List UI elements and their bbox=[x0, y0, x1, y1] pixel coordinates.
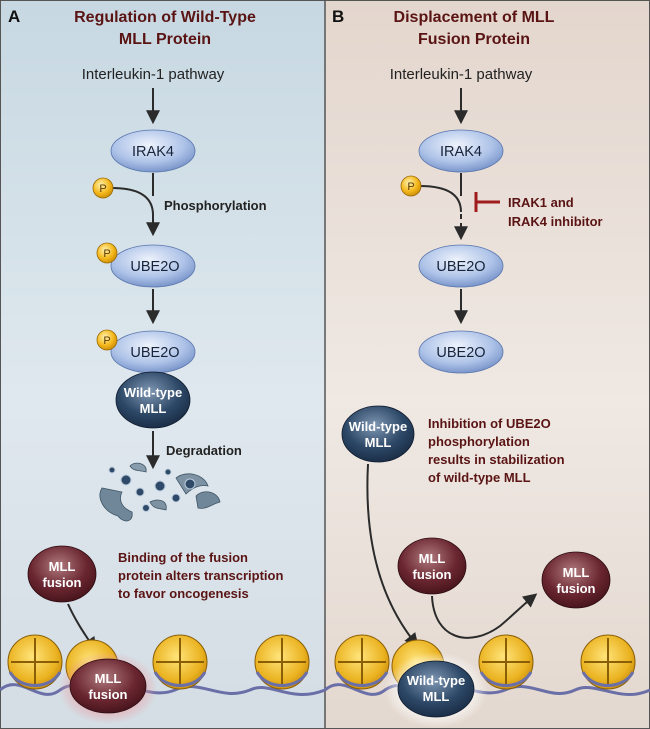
panel-b-irak4-node bbox=[418, 129, 504, 173]
panel-b-nucleosome-2 bbox=[478, 634, 534, 690]
panel-b-inhibition-line2: phosphorylation bbox=[428, 434, 530, 449]
panel-a-irak4-label: IRAK4 bbox=[132, 144, 174, 160]
panel-b-wildtype-mll-line2: MLL bbox=[365, 435, 392, 450]
panel-b-mll-fusion-node-1 bbox=[397, 537, 467, 595]
panel-a: A Regulation of Wild-Type MLL Protein In… bbox=[0, 7, 326, 724]
panel-a-phosphate-2 bbox=[96, 242, 118, 264]
panel-a-pathway-label: Interleukin-1 pathway bbox=[82, 66, 225, 83]
panel-a-wildtype-mll-node bbox=[115, 371, 191, 429]
panel-b-ube2o-label-2: UBE2O bbox=[436, 345, 485, 361]
panel-a-bound-mll-fusion-node bbox=[69, 658, 147, 714]
panel-b-mll-fusion-1-line2: fusion bbox=[413, 567, 452, 582]
panel-b-inhibitor-line1: IRAK1 and bbox=[508, 195, 574, 210]
panel-b-phosphate-label: P bbox=[407, 181, 414, 193]
panel-a-irak4-node bbox=[110, 129, 196, 173]
panel-a-bound-mll-fusion-line1: MLL bbox=[95, 671, 122, 686]
panel-b-wildtype-mll-node bbox=[341, 405, 415, 463]
panel-a-bound-mll-fusion-line2: fusion bbox=[89, 687, 128, 702]
panel-b-nucleosome-1 bbox=[334, 634, 390, 690]
panel-b-mll-fusion-1-line1: MLL bbox=[419, 551, 446, 566]
panel-a-title-line1: Regulation of Wild-Type bbox=[74, 9, 256, 26]
panel-b-ube2o-label-1: UBE2O bbox=[436, 259, 485, 275]
panel-b-mll-fusion-2-line1: MLL bbox=[563, 565, 590, 580]
panel-a-phosphorylation-arrow bbox=[111, 187, 160, 237]
panel-a-nucleosome-3 bbox=[254, 634, 310, 690]
panel-a-ube2o-node-1 bbox=[110, 244, 196, 288]
panel-b-inhibitor-line2: IRAK4 inhibitor bbox=[508, 214, 603, 229]
panel-a-phosphate-1 bbox=[92, 177, 114, 199]
panel-b-title-line1: Displacement of MLL bbox=[394, 9, 555, 26]
panel-a-title-line2: MLL Protein bbox=[119, 31, 211, 48]
panel-a-phosphorylation-label: Phosphorylation bbox=[164, 198, 267, 213]
panel-a-binding-line2: protein alters transcription bbox=[118, 568, 283, 583]
panel-a-mll-fusion-node bbox=[27, 545, 97, 603]
panel-b-arrow-displacement bbox=[431, 593, 538, 639]
panel-b-mll-fusion-2-line2: fusion bbox=[557, 581, 596, 596]
panel-b-ube2o-node-2 bbox=[418, 330, 504, 374]
panel-a-mll-fusion-line1: MLL bbox=[49, 559, 76, 574]
panel-b-title-line2: Fusion Protein bbox=[418, 31, 530, 48]
panel-a-degradation-label: Degradation bbox=[166, 443, 242, 458]
panel-a-letter: A bbox=[8, 7, 20, 26]
panel-b-mll-fusion-node-2 bbox=[541, 551, 611, 609]
panel-b-bound-wildtype-mll-node bbox=[397, 660, 475, 718]
panel-a-nucleosome-1 bbox=[7, 634, 63, 690]
panel-a-nucleosome-2 bbox=[152, 634, 208, 690]
panel-a-wildtype-mll-line1: Wild-type bbox=[124, 385, 182, 400]
panel-b-irak4-label: IRAK4 bbox=[440, 144, 482, 160]
panel-b-bound-wildtype-mll-line1: Wild-type bbox=[407, 673, 465, 688]
panel-a-degradation-fragments bbox=[99, 462, 221, 522]
panel-b-wildtype-mll-line1: Wild-type bbox=[349, 419, 407, 434]
panel-a-phosphate-3 bbox=[96, 329, 118, 351]
panel-a-phosphate-3-label: P bbox=[103, 335, 110, 347]
panel-b-nucleosome-3 bbox=[580, 634, 636, 690]
panel-a-ube2o-label-2: UBE2O bbox=[130, 345, 179, 361]
panel-b-letter: B bbox=[332, 7, 344, 26]
panel-a-binding-line1: Binding of the fusion bbox=[118, 550, 248, 565]
panel-a-wildtype-mll-line2: MLL bbox=[140, 401, 167, 416]
panel-a-phosphate-2-label: P bbox=[103, 248, 110, 260]
panel-b-blocked-curve bbox=[419, 185, 462, 213]
panel-a-binding-line3: to favor oncogenesis bbox=[118, 586, 249, 601]
panel-b-phosphate bbox=[400, 175, 422, 197]
panel-b-inhibition-line3: results in stabilization bbox=[428, 452, 565, 467]
panel-b-inhibition-line1: Inhibition of UBE2O bbox=[428, 416, 551, 431]
panel-b-pathway-label: Interleukin-1 pathway bbox=[390, 66, 533, 83]
panel-a-phosphate-1-label: P bbox=[99, 183, 106, 195]
panel-a-ube2o-label-1: UBE2O bbox=[130, 259, 179, 275]
panel-b-arrow-wildtype-binding bbox=[366, 463, 419, 648]
panel-b-ube2o-node-1 bbox=[418, 244, 504, 288]
panel-b-inhibition-line4: of wild-type MLL bbox=[428, 470, 531, 485]
panel-a-mll-fusion-line2: fusion bbox=[43, 575, 82, 590]
panel-b-bound-wildtype-mll-line2: MLL bbox=[423, 689, 450, 704]
panel-b: B Displacement of MLL Fusion Protein Int… bbox=[323, 7, 650, 728]
